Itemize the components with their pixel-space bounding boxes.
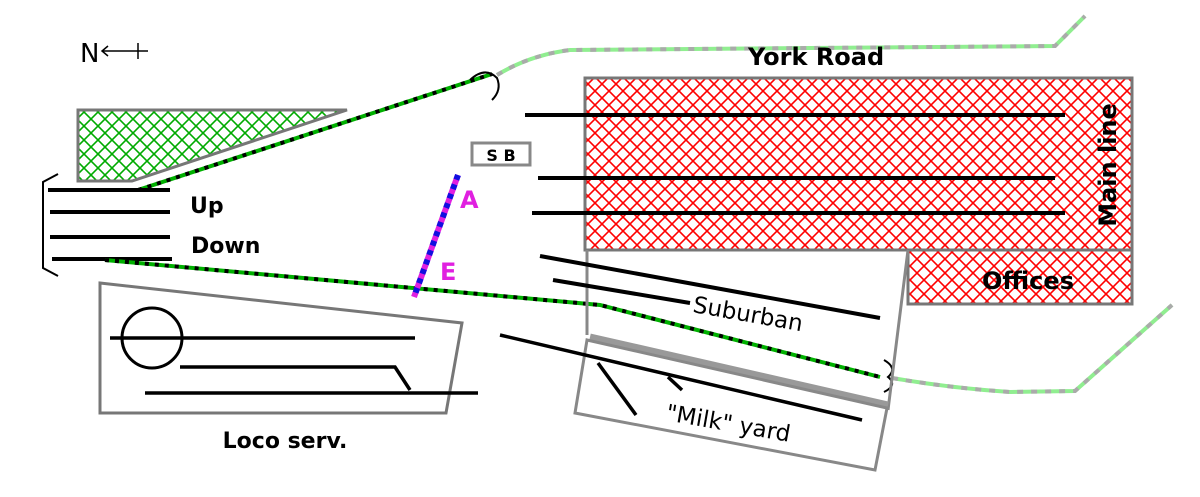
north-label: N <box>80 39 99 69</box>
main-line-building <box>583 76 1134 252</box>
milk-yard-tracks <box>499 333 863 422</box>
main-line-label: Main line <box>1094 103 1122 227</box>
north-arrow-icon <box>100 43 148 59</box>
point-a-label: A <box>460 186 479 214</box>
point-e-label: E <box>440 258 456 286</box>
left-bracket <box>42 173 59 277</box>
offices-label: Offices <box>982 267 1074 295</box>
left-tracks <box>48 188 172 261</box>
down-label: Down <box>191 234 260 259</box>
bridge-bracket-icon <box>469 71 500 101</box>
up-label: Up <box>190 194 224 219</box>
loco-tracks <box>110 336 478 395</box>
york-road-label: York Road <box>747 43 884 71</box>
loco-servicing-area <box>98 281 464 415</box>
road-lower-line <box>891 303 1174 395</box>
main-line-tracks <box>525 113 1065 215</box>
offices-building <box>906 248 1134 306</box>
ae-connection <box>411 173 461 299</box>
loco-serv-label: Loco serv. <box>223 429 348 454</box>
signal-box-label: S B <box>486 146 515 165</box>
suburban-label: Suburban <box>691 292 805 337</box>
milk-yard-area <box>573 338 889 472</box>
green-hatched-area <box>76 108 348 183</box>
suburban-tracks <box>539 254 881 320</box>
north-compass: N <box>80 39 148 69</box>
upper-route-line <box>137 71 500 192</box>
signal-box <box>470 141 532 167</box>
